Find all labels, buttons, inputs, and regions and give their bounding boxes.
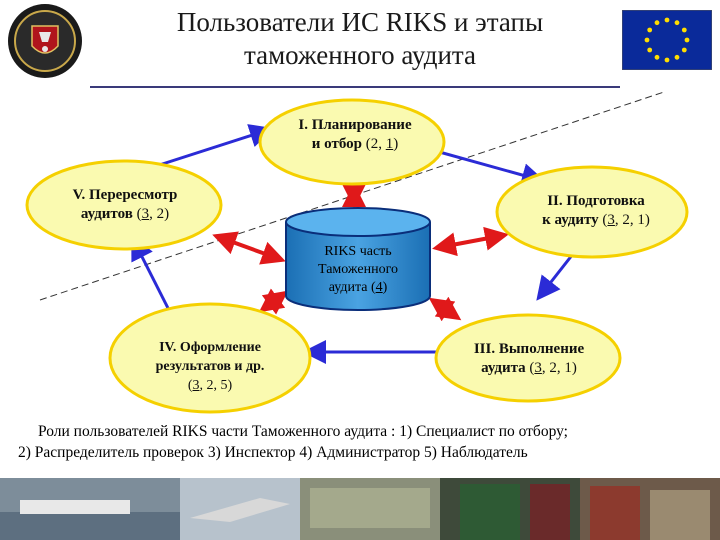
- stage-results-label: IV. Оформление результатов и др. (3, 2, …: [118, 338, 302, 395]
- roles-primary: 1: [385, 136, 394, 152]
- title-line-1: Пользователи ИС RIKS и этапы: [176, 7, 544, 37]
- roles-footnote: Роли пользователей RIKS части Таможенног…: [18, 421, 698, 463]
- title-divider: [90, 86, 620, 88]
- roles-prefix: (2,: [361, 136, 386, 152]
- stage-planning-subtitle: и отбор: [311, 136, 362, 152]
- eu-star-icon: [644, 37, 650, 43]
- roles-primary: 3: [534, 360, 542, 376]
- header: Пользователи ИС RIKS и этапы таможенного…: [0, 0, 720, 88]
- center-line-3-suffix: ): [382, 280, 388, 295]
- arrow-center-results: [258, 288, 289, 315]
- stage-results-ellipse: [108, 302, 312, 414]
- center-line-3-prefix: аудита (: [328, 280, 376, 295]
- eu-star-icon: [681, 27, 687, 33]
- roles-primary: 3: [192, 378, 200, 393]
- roles-prefix: (: [598, 212, 608, 228]
- stage-execution-subtitle: аудита: [481, 360, 526, 376]
- stage-execution-title: III. Выполнение: [473, 341, 585, 357]
- arrow-review-to-planning: [149, 124, 274, 170]
- stage-preparation-title: II. Подготовка: [547, 193, 645, 209]
- roles-suffix: , 2): [149, 206, 170, 222]
- stage-planning-ellipse: [258, 98, 446, 186]
- eu-star-icon: [654, 54, 660, 60]
- arrow-center-execution: [428, 296, 462, 322]
- eu-star-icon: [647, 47, 653, 53]
- stage-review-ellipse: [25, 159, 223, 251]
- center-line-1: RIKS часть: [324, 244, 392, 259]
- roles-prefix: (: [187, 378, 193, 393]
- eu-star-icon: [674, 20, 680, 26]
- roles-suffix: ): [393, 136, 399, 152]
- stage-preparation-subtitle: к аудиту: [542, 212, 599, 228]
- eu-star-icon: [681, 47, 687, 53]
- footnote-line-1: Роли пользователей RIKS части Таможенног…: [38, 423, 568, 440]
- stage-review-title: V. Перересмотр: [72, 187, 178, 203]
- stage-execution-label: III. Выполнение аудита (3, 2, 1): [442, 340, 616, 378]
- eu-star-icon: [647, 27, 653, 33]
- eu-flag-icon: [622, 10, 712, 70]
- decorative-photo-strip: [0, 478, 720, 540]
- roles-prefix: (: [525, 360, 535, 376]
- stage-preparation-label: II. Подготовка к аудиту (3, 2, 1): [506, 192, 686, 230]
- center-line-3-role: 4: [375, 280, 383, 295]
- roles-primary: 3: [141, 206, 150, 222]
- stage-results-subtitle: результатов и др.: [155, 359, 265, 374]
- stage-preparation-ellipse: [495, 165, 689, 259]
- stage-results-title: IV. Оформление: [159, 340, 261, 355]
- arrow-center-preparation: [432, 226, 509, 257]
- customs-logo-icon: [8, 4, 82, 78]
- arrow-planning-to-preparation: [424, 146, 546, 187]
- eu-star-icon: [664, 17, 670, 23]
- page-title: Пользователи ИС RIKS и этапы таможенного…: [100, 6, 620, 72]
- arrow-center-review: [212, 231, 286, 265]
- roles-prefix: (: [132, 206, 142, 222]
- eu-star-icon: [684, 37, 690, 43]
- stage-execution-ellipse: [434, 313, 622, 403]
- eu-star-icon: [674, 54, 680, 60]
- stage-review-label: V. Перересмотр аудитов (3, 2): [38, 186, 212, 224]
- eu-star-icon: [664, 57, 670, 63]
- stage-planning-label: I. Планирование и отбор (2, 1): [270, 116, 440, 154]
- stage-planning-title: I. Планирование: [298, 117, 412, 133]
- roles-suffix: , 2, 5): [199, 378, 233, 393]
- footnote-line-2: 2) Распределитель проверок 3) Инспектор …: [18, 444, 528, 461]
- roles-suffix: , 2, 1): [614, 212, 650, 228]
- center-label: RIKS часть Таможенного аудита (4): [288, 243, 428, 297]
- title-line-2: таможенного аудита: [243, 40, 477, 70]
- arrow-results-to-review: [131, 235, 176, 321]
- riks-database-cylinder: [285, 207, 431, 311]
- stage-review-subtitle: аудитов: [80, 206, 133, 222]
- center-line-2: Таможенного: [317, 262, 398, 277]
- eu-star-icon: [654, 20, 660, 26]
- roles-primary: 3: [607, 212, 615, 228]
- roles-suffix: , 2, 1): [541, 360, 577, 376]
